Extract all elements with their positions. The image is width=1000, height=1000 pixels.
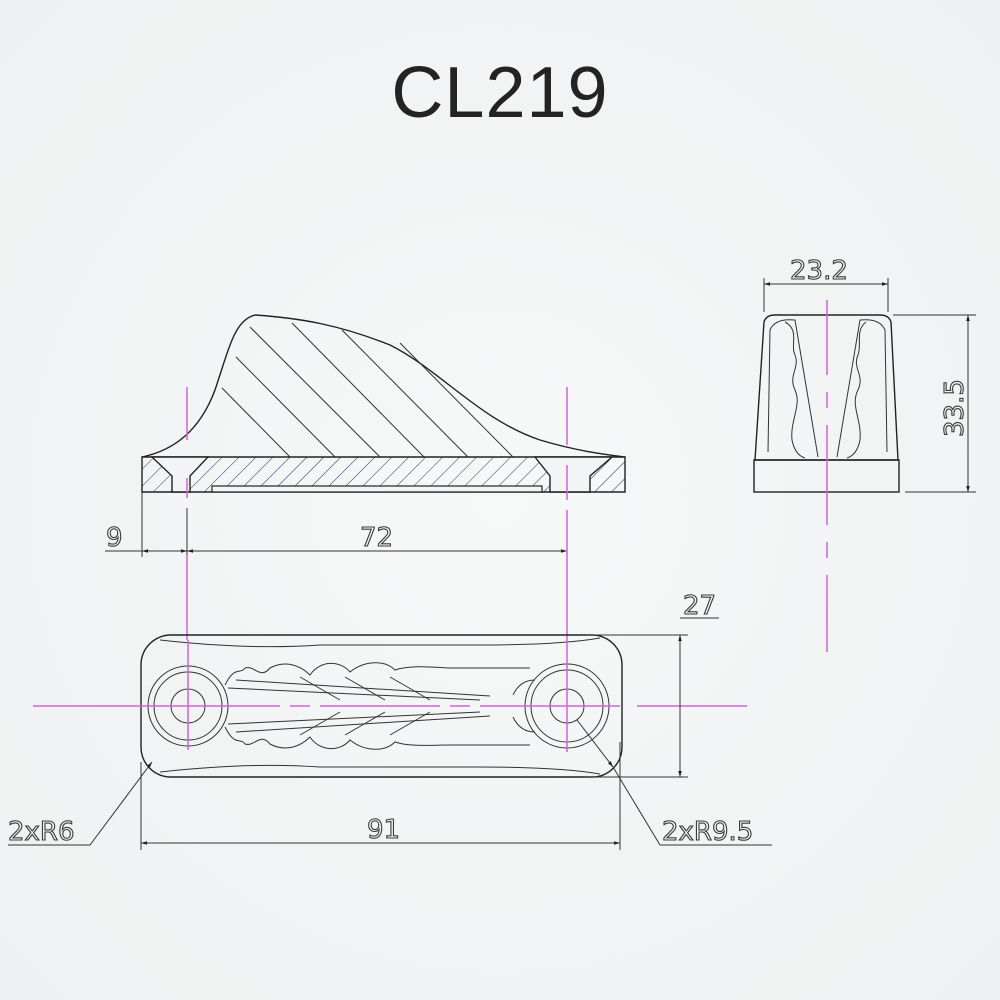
- cleat-jaws: [224, 662, 536, 750]
- right-counterbore: [533, 456, 614, 493]
- dim-label-r6: 2xR6: [8, 817, 75, 847]
- left-counterbore: [150, 456, 210, 493]
- dim-label-33-5: 33.5: [940, 379, 970, 437]
- dim-label-91: 91: [367, 815, 400, 845]
- drawing-title: CL219: [391, 53, 609, 133]
- top-view: [33, 634, 747, 778]
- fin-outline: [141, 314, 626, 458]
- dim-overall-width: 27: [585, 590, 719, 778]
- dim-overall-length: 91: [140, 742, 621, 850]
- fin-hatch: [221, 322, 514, 458]
- dim-hole-offset: 9: [105, 492, 188, 557]
- leader-corner-radius: 2xR6: [7, 761, 153, 848]
- leader-hole-radius: 2xR9.5: [576, 719, 772, 848]
- dim-label-9: 9: [106, 523, 123, 553]
- dim-label-72: 72: [360, 523, 393, 553]
- side-section-view: [141, 314, 626, 500]
- end-view: [753, 300, 900, 652]
- dim-label-27: 27: [683, 591, 716, 621]
- dim-end-height: 33.5: [893, 314, 976, 493]
- base-recess: [211, 485, 543, 493]
- dim-label-23-2: 23.2: [790, 256, 848, 286]
- dim-label-r9-5: 2xR9.5: [662, 817, 753, 847]
- dim-end-width: 23.2: [763, 255, 889, 312]
- dim-hole-spacing: 72: [187, 522, 567, 554]
- base-section: [141, 456, 626, 493]
